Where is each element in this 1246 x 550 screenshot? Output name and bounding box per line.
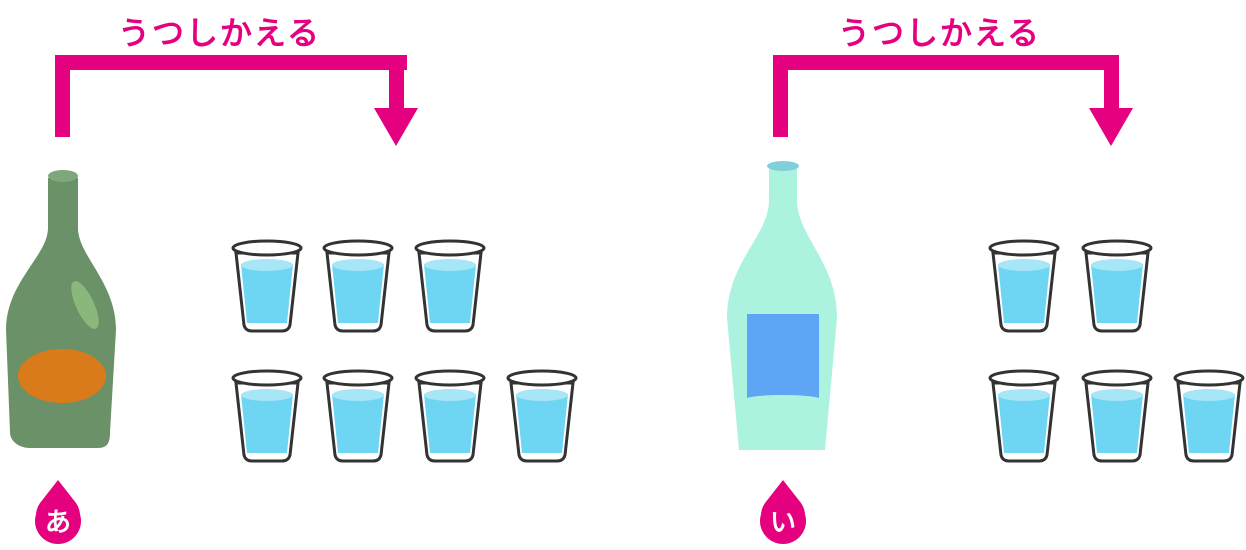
glass <box>324 241 392 331</box>
glass <box>416 371 484 461</box>
panel-a: うつしかえる <box>0 0 623 550</box>
transfer-arrow <box>55 55 418 146</box>
panel-a-drawing: あ <box>0 0 623 550</box>
panel-i: うつしかえる <box>623 0 1246 550</box>
glass <box>233 371 301 461</box>
glasses-top-row <box>233 241 484 331</box>
transfer-arrow <box>773 55 1133 146</box>
bottle-i <box>727 161 837 450</box>
glass <box>990 241 1058 331</box>
panel-i-drawing: い <box>623 0 1246 550</box>
glass <box>416 241 484 331</box>
glasses-bottom-row <box>990 371 1243 461</box>
glass <box>324 371 392 461</box>
bottle-a-label <box>18 349 106 403</box>
bottle-a <box>6 170 116 448</box>
glass <box>1083 241 1151 331</box>
glasses-bottom-row <box>233 371 576 461</box>
bottle-label-marker: い <box>760 480 806 544</box>
bottle-label-text: あ <box>45 508 71 538</box>
glass <box>233 241 301 331</box>
bottle-label-text: い <box>770 508 796 538</box>
glass <box>508 371 576 461</box>
glasses-top-row <box>990 241 1151 331</box>
glass <box>1083 371 1151 461</box>
glass <box>990 371 1058 461</box>
bottle-i-label <box>747 314 819 398</box>
glass <box>1175 371 1243 461</box>
bottle-label-marker: あ <box>35 480 81 544</box>
